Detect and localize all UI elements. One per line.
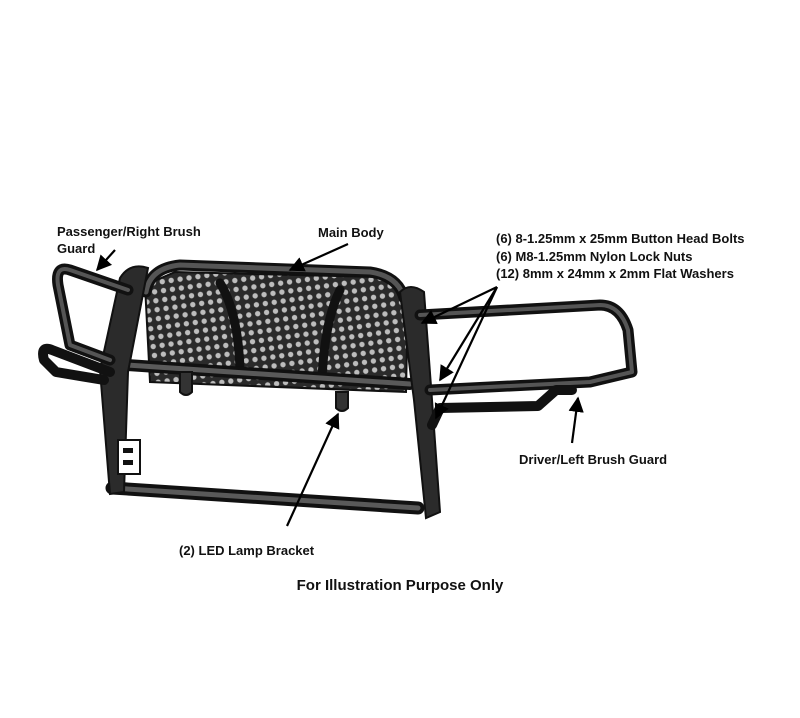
hardware-item: (12) 8mm x 24mm x 2mm Flat Washers: [496, 266, 734, 281]
passenger-brush-guard: [38, 263, 134, 385]
left-upright: [98, 265, 150, 496]
hardware-item: (6) M8-1.25mm Nylon Lock Nuts: [496, 248, 693, 264]
passenger-guard-label: Passenger/Right Brush Guard: [57, 224, 201, 256]
led-bracket-right: [335, 391, 349, 412]
driver-guard-label: Driver/Left Brush Guard: [519, 452, 668, 467]
arrow-led: [285, 412, 340, 527]
led-bracket-label: (2) LED Lamp Bracket: [179, 543, 315, 558]
footer-note: For Illustration Purpose Only: [296, 577, 504, 594]
arrow-driver: [568, 396, 584, 444]
hardware-item: (6) 8-1.25mm x 25mm Button Head Bolts: [496, 231, 745, 246]
driver-brush-guard: [414, 299, 638, 430]
left-mount-plate: [117, 439, 141, 475]
main-body-label: Main Body: [318, 225, 384, 240]
main-body-frame: [105, 259, 425, 515]
right-upright: [398, 286, 442, 520]
arrow-main-body: [288, 242, 349, 272]
hardware-list: (6) 8-1.25mm x 25mm Button Head Bolts (6…: [496, 230, 745, 283]
arrow-hardware-3: [434, 286, 498, 420]
arrow-passenger: [95, 249, 116, 272]
arrow-hardware-2: [439, 286, 498, 382]
arrow-hardware-1: [420, 286, 498, 324]
led-bracket-left: [179, 371, 193, 396]
leader-arrows: [95, 242, 584, 527]
